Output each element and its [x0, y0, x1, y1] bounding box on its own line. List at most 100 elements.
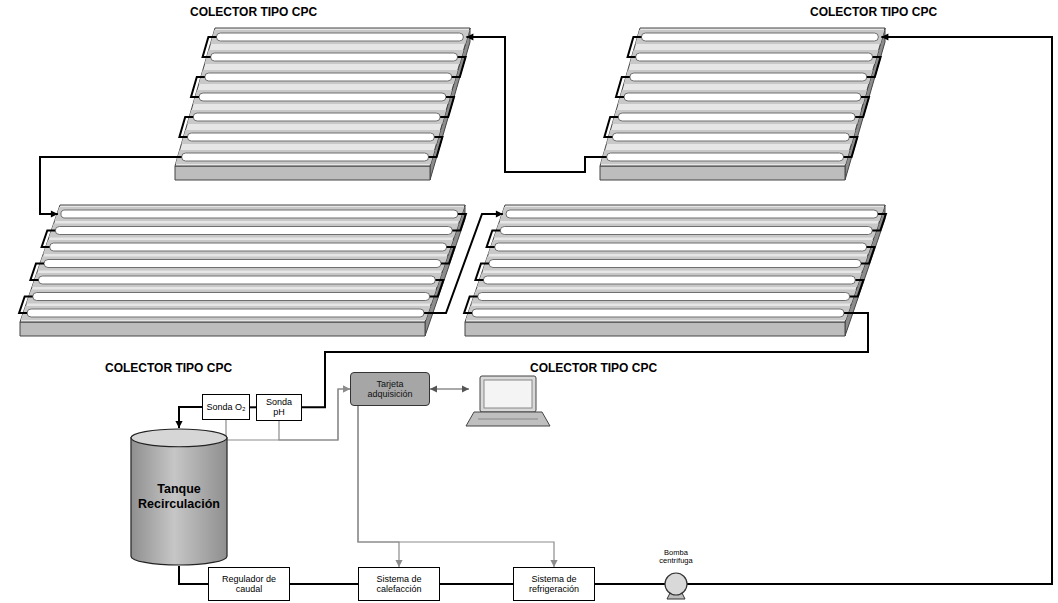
glass-tube	[187, 133, 434, 141]
arrow-head	[550, 560, 557, 567]
tube-bend	[452, 57, 466, 77]
node-label: Sonda O₂	[206, 402, 245, 412]
reflector-trough	[21, 306, 431, 320]
reflector-trough	[466, 306, 851, 320]
collector-top	[600, 28, 885, 166]
glass-tube	[483, 276, 855, 284]
pipe-connector-line	[179, 566, 208, 584]
tank-top	[131, 429, 227, 447]
pipe	[424, 214, 503, 313]
reflector-trough	[176, 150, 435, 164]
tube-bend	[867, 57, 881, 77]
reflector-trough	[624, 70, 873, 84]
tube-bend	[19, 297, 33, 314]
reflector-trough	[49, 224, 459, 238]
pipe-connector	[440, 584, 513, 585]
collector-label: COLECTOR TIPO CPC	[105, 361, 232, 375]
reflector-trough	[635, 30, 884, 44]
glass-tube	[38, 276, 435, 284]
cpc-collector	[175, 28, 470, 180]
glass-tube	[205, 73, 452, 81]
reflector-trough	[38, 257, 448, 271]
collector-front	[20, 322, 425, 336]
reflector-trough	[488, 240, 873, 254]
pump-symbol	[664, 572, 688, 600]
collector-front	[465, 322, 845, 336]
sensor-box: Sonda pH	[256, 394, 302, 421]
arrow-head	[466, 33, 473, 40]
pipe	[466, 37, 606, 172]
collector-pipes	[40, 33, 607, 313]
glass-tube	[211, 53, 458, 61]
node-label: Tanque Recirculación	[134, 482, 224, 512]
tube-bend	[203, 37, 217, 57]
pipe-connector-line	[290, 583, 358, 585]
tube-bend	[604, 117, 618, 137]
cpc-collector	[464, 205, 886, 336]
arrow-head	[496, 210, 503, 217]
tube-bend	[441, 247, 455, 264]
glass-tube	[27, 309, 424, 317]
laptop-base	[466, 412, 550, 426]
arrow-head	[343, 385, 350, 392]
node-label: Sistema de refrigeración	[517, 574, 591, 595]
pipe	[40, 157, 182, 214]
centrifugal-pump: Bomba centrífuga	[646, 549, 706, 599]
glass-tube	[506, 210, 878, 218]
glass-tube	[199, 93, 446, 101]
tube-bend	[628, 37, 642, 57]
arrow-head	[175, 421, 182, 428]
arrow-head	[462, 385, 469, 392]
reflector-trough	[199, 70, 458, 84]
pipe-connector	[179, 566, 208, 584]
tube-bend	[179, 117, 193, 137]
reflector-trough	[205, 50, 464, 64]
glass-tube	[495, 243, 867, 251]
acquisition-card: Tarjeta adquisición	[350, 372, 430, 406]
glass-tube	[500, 227, 872, 235]
glass-tube	[630, 73, 867, 81]
pipe-connector-line	[440, 583, 513, 585]
arrow-head	[395, 560, 402, 567]
reflector-trough	[477, 273, 862, 287]
pipe-connector	[595, 584, 665, 585]
pipe-connector-line	[595, 583, 665, 585]
node-label: Bomba centrífuga	[653, 549, 699, 566]
glass-tube	[612, 133, 849, 141]
reflector-trough	[500, 207, 885, 221]
glass-tube	[607, 153, 844, 161]
reflector-trough	[630, 50, 879, 64]
tube-bend	[429, 137, 443, 157]
tube-bend	[42, 231, 56, 248]
tube-bend	[430, 280, 444, 297]
collector-front	[600, 166, 845, 180]
cpc-collector	[600, 28, 885, 180]
reflector-trough	[210, 30, 469, 44]
collector-top	[20, 205, 465, 322]
glass-tube	[489, 260, 861, 268]
reflector-trough	[471, 290, 856, 304]
node-label: Sonda pH	[260, 397, 298, 418]
reflector-trough	[55, 207, 465, 221]
reflector-trough	[483, 257, 868, 271]
reflector-trough	[601, 150, 850, 164]
glass-tube	[61, 210, 458, 218]
cpc-collector	[19, 205, 466, 336]
signal-connector-line	[358, 406, 554, 567]
sensor-box: Sonda O₂	[202, 394, 250, 420]
signal-connector	[358, 406, 558, 567]
reflector-trough	[618, 90, 867, 104]
collector-label: COLECTOR TIPO CPC	[530, 361, 657, 375]
tube-bend	[475, 264, 489, 281]
tube-bend	[855, 97, 869, 117]
glass-tube	[618, 113, 855, 121]
tube-bend	[872, 214, 886, 231]
tube-bend	[440, 97, 454, 117]
glass-tube	[624, 93, 861, 101]
arrow-head	[51, 210, 58, 217]
node-label: Regulador de caudal	[212, 574, 286, 595]
pipe-connector-line	[179, 407, 202, 428]
reflector-trough	[32, 273, 442, 287]
collector-label: COLECTOR TIPO CPC	[810, 5, 937, 19]
